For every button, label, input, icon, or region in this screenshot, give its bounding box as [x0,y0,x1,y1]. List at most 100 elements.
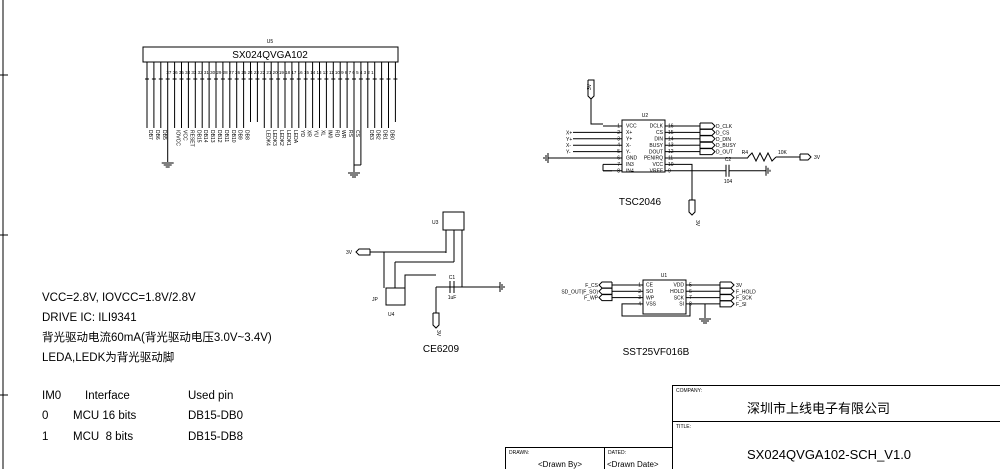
u5-pin-label: DB12 [216,130,222,143]
dated-label: DATED: [608,450,626,456]
net-port [699,128,716,136]
drawing-title: SX024QVGA102-SCH_V1.0 [747,447,912,462]
net-port [598,287,613,295]
u2-net-label: D_DIN [716,137,731,143]
notes-block: VCC=2.8V, IOVCC=1.8V/2.8V DRIVE IC: ILI9… [42,288,272,368]
u1-pin-name: CE [646,283,654,289]
u5-pin-label: LEDK1 [285,130,291,146]
u1-net-label: 3V [736,283,743,289]
u1-pin-number: 7 [689,295,692,301]
note-line: 背光驱动电流60mA(背光驱动电压3.0V~3.4V) [42,332,272,344]
u2-pin-name: IN4 [626,169,634,175]
u5-pin-label: DB5 [161,130,167,140]
im-cell: DB15-DB8 [188,431,243,443]
u5-pin-label: DB13 [209,130,215,143]
u5-pin-label: RD [333,130,339,138]
net-port [719,294,735,302]
resistor-r4 [747,151,777,163]
net-port [699,122,716,130]
u2-power-label: 3V [694,220,700,227]
u5-pin-label: DB8 [244,130,250,140]
u5-pin-label: DB14 [202,130,208,143]
u2-pin-name: VREF [650,169,663,175]
title-cell: TITLE: SX024QVGA102-SCH_V1.0 [672,421,1000,469]
u5-part: SX024QVGA102 [232,50,308,61]
u2-pin-number: 1 [617,124,620,130]
u3-output-label: 3V [435,330,441,337]
u2-pin-name: BUSY [649,143,663,149]
im-cell: DB15-DB0 [188,410,243,422]
u1-net-label: F_SI [736,302,747,308]
u2-pin-number: 12 [668,149,674,155]
u1-pin-number: 3 [638,295,641,301]
c2-ref: C2 [725,157,732,163]
u2-pin-number: 11 [668,156,673,162]
u1-pin-name: SI [679,302,684,308]
u5-pin-label: DB1 [382,130,388,140]
u2-pin-number: 13 [668,143,674,149]
u5-ref: U5 [267,39,274,45]
u1-pin-number: 1 [638,283,641,289]
u5-pin-label: LEDK4 [264,130,270,146]
u3-input-label: 3V [346,250,353,256]
u1-pin-name: VDD [673,283,684,289]
im-cell: MCU 16 bits [73,410,137,422]
u5-pin-label: IM0 [326,130,332,139]
drawn-cell: DRAWN: <Drawn By> [505,447,605,469]
u5-pin-label: DB11 [223,130,229,142]
net-port [799,153,812,161]
u1-pin-number: 2 [638,289,641,295]
u2-pin-name: VCC [626,124,637,130]
u2-pin-name: GND [626,156,638,162]
u2-power-label: 3V [587,83,593,90]
u2-pin-number: 7 [617,162,620,168]
u5-pin-label: RESET [188,130,194,147]
im-header-used-pin: Used pin [188,390,234,402]
u2-ref: U2 [642,113,649,119]
u1-pin-name: HOLD [670,289,684,295]
power-port [688,199,696,216]
c1-value: 1uF [448,295,457,301]
u2-pin-name: VCC [652,162,663,168]
u2-pin-number: 5 [617,149,620,155]
net-port [699,148,716,156]
u1-net-label: SD_OUT(F_SO) [561,289,598,295]
net-port [699,135,716,143]
u2-pin-name: Y- [626,149,631,155]
u2-pin-name: DIN [654,137,663,143]
r4-value: 10K [778,150,788,156]
wire [621,303,691,317]
wire [590,99,603,125]
u2-pin-number: 10 [668,162,674,168]
u1-body [642,279,687,315]
u1-part: SST25VF016B [623,347,690,358]
u1-pin-name: SO [646,289,653,295]
drawn-by: <Drawn By> [538,460,583,469]
r4-net-label: 3V [814,155,821,161]
u5-pin-label: RS [347,130,353,138]
u5-pin-label: DB0 [389,130,395,140]
company-label: COMPANY: [676,388,703,394]
r4-ref: R4 [742,150,749,156]
u5-pin-label: DB2 [375,130,381,140]
u1-pin-number: 5 [689,283,692,289]
u2-net-label: D_OUT [716,150,733,156]
title-label: TITLE: [676,424,692,430]
net-port [719,287,735,295]
power-port [432,312,440,329]
u2-part: TSC2046 [619,197,662,208]
drawn-label: DRAWN: [509,450,530,456]
u5-pin-label: XR [306,130,312,137]
u1-ref: U1 [661,273,668,279]
u4-label: U4 [388,312,395,318]
company-cell: COMPANY: 深圳市上线电子有限公司 [672,385,1000,422]
u3-body [442,211,465,231]
u1-net-label: F_SCK [736,296,753,302]
note-line: VCC=2.8V, IOVCC=1.8V/2.8V [42,292,196,304]
u5-pin-label: DB3 [368,130,374,140]
net-port [699,141,716,149]
u2-net-label: Y+ [566,137,572,143]
u2-net-label: X- [566,143,571,149]
u2-pin-name: Y+ [626,137,632,143]
u2-pin-number: 15 [668,130,674,136]
